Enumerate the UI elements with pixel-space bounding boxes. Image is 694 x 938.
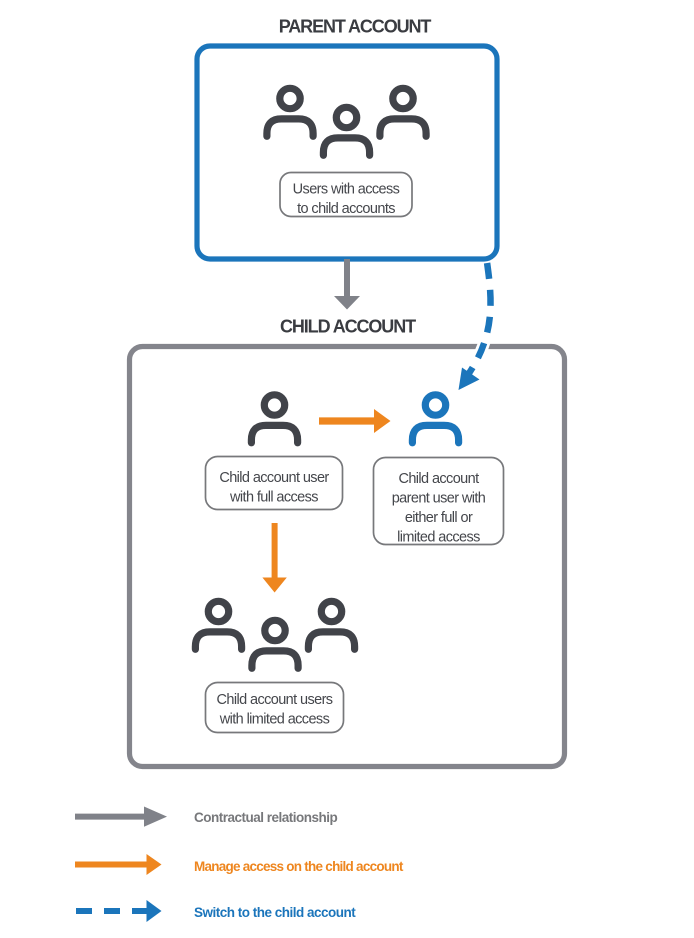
svg-text:Switch to the child account: Switch to the child account [194, 905, 356, 920]
svg-text:PARENT ACCOUNT: PARENT ACCOUNT [279, 17, 432, 37]
svg-text:Manage access on the child acc: Manage access on the child account [194, 859, 404, 874]
svg-text:Contractual relationship: Contractual relationship [194, 810, 338, 825]
svg-text:Child account users: Child account users [217, 692, 333, 708]
svg-text:with full access: with full access [229, 490, 318, 506]
svg-text:Child account: Child account [398, 471, 479, 487]
svg-text:Users with access: Users with access [293, 182, 400, 198]
svg-text:to child accounts: to child accounts [297, 201, 395, 217]
svg-text:CHILD ACCOUNT: CHILD ACCOUNT [280, 317, 416, 337]
svg-text:Child account user: Child account user [219, 470, 329, 486]
svg-text:limited access: limited access [397, 530, 480, 546]
svg-text:parent user with: parent user with [392, 491, 486, 507]
svg-text:either full or: either full or [405, 510, 473, 526]
svg-text:with limited access: with limited access [219, 712, 330, 728]
